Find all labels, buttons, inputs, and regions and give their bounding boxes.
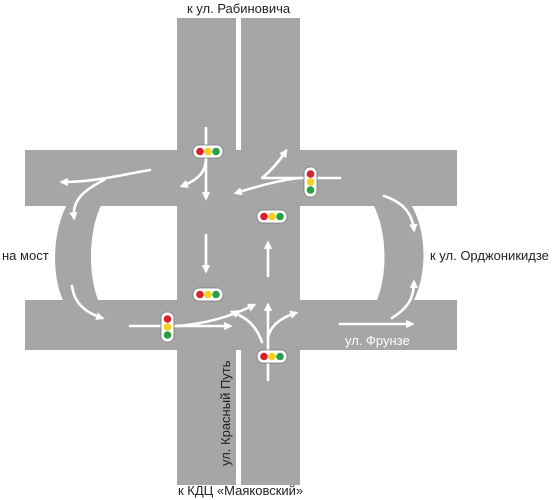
arrow-south-up-left: [229, 310, 264, 344]
traffic-lights: [160, 144, 318, 364]
roads: [25, 18, 457, 485]
arrow-top-road-west: [59, 168, 152, 187]
arrow-right-ramp-up: [390, 279, 419, 320]
road-left-ramp: [55, 190, 112, 320]
label-to-ordzhonikidze-street: к ул. Орджоникидзе: [430, 248, 549, 263]
lane-arrows: [59, 126, 419, 382]
label-krasny-put-street: ул. Красный Путь: [218, 360, 233, 466]
arrow-right-ramp-down: [382, 194, 418, 233]
label-frunze-street: ул. Фрунзе: [345, 333, 410, 348]
arrow-south-up-right: [266, 310, 299, 340]
traffic-light-north: [192, 144, 224, 159]
label-to-rabinovicha-street: к ул. Рабиновича: [187, 1, 291, 16]
traffic-light-east: [303, 166, 318, 198]
arrow-east-left-down: [233, 176, 302, 196]
arrow-left-ramp-loop: [69, 178, 106, 221]
label-to-bridge: на мост: [2, 248, 49, 263]
traffic-light-center-right: [256, 209, 288, 224]
arrow-left-ramp-return: [70, 284, 105, 321]
arrow-west-turn-up: [174, 303, 257, 328]
arrow-north-down-right: [179, 156, 208, 188]
road-right-ramp: [362, 190, 424, 320]
traffic-light-center-left: [192, 287, 224, 302]
arrow-east-left-up: [260, 148, 342, 180]
label-to-kdc-mayakovsky: к КДЦ «Маяковский»: [178, 483, 304, 498]
traffic-light-west: [160, 311, 175, 343]
traffic-light-south: [256, 349, 288, 364]
